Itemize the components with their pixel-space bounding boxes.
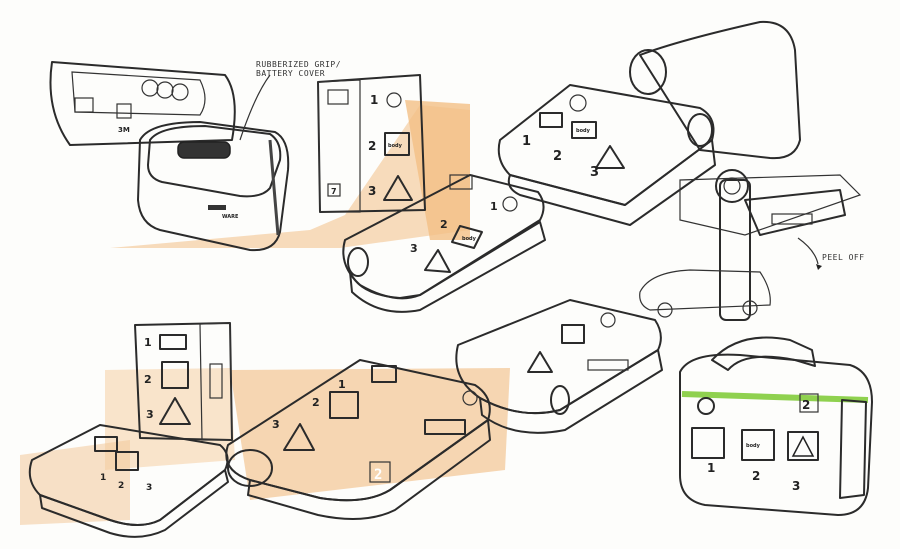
flat-case-mark-3: 3 [146,483,152,493]
panel-top-digit: 7 [331,187,337,196]
bottom-case-mark-2: 2 [312,396,320,409]
bottom-case-digit: 2 [374,467,382,483]
gray-device-sketch [455,299,663,434]
panel-top-body-text: body [388,143,403,149]
grip-case-sketch [137,121,290,252]
grip-case-word: WARE [222,214,239,220]
bottom-large-device-sketch [225,359,491,520]
panel-top-mark-1: 1 [370,93,378,107]
orange-shadow-washes [20,100,510,525]
car-outline-sketch [639,269,771,318]
top-right-mark-1: 1 [522,134,531,149]
dark-flat-device-sketch [497,84,716,226]
right-case-body-text: body [746,443,761,449]
right-case-mark-3: 3 [792,479,800,493]
seat-mount-sketch [629,20,862,321]
top-right-mark-2: 2 [553,149,562,164]
bottom-left-mark-1: 1 [144,336,152,349]
tilted-top-mark-2: 2 [440,218,448,231]
panel-top-mark-3: 3 [368,184,376,198]
grip-annotation: RUBBERIZED GRIP/ BATTERY COVER [256,60,342,78]
panel-top-mark-2: 2 [368,139,376,153]
tilted-flat-device-sketch [342,174,546,313]
bottom-left-mark-2: 2 [144,373,152,386]
right-case-mark-2: 2 [752,469,760,483]
rear-battery-case-sketch [49,61,236,146]
side-case-label: 3M [118,126,130,134]
bottom-case-mark-1: 1 [338,378,346,391]
peel-leader-line [797,237,819,265]
top-right-body-text: body [576,128,591,134]
right-case-digit: 2 [802,398,810,412]
tilted-top-mark-1: 1 [490,200,498,213]
tilted-top-mark-3: 3 [410,242,418,255]
tilted-top-body-text: body [462,236,477,242]
top-right-mark-3: 3 [590,165,599,180]
right-case-mark-1: 1 [707,461,715,475]
flat-case-mark-1: 1 [100,473,106,483]
peel-annotation: PEEL OFF [822,253,865,262]
grip-leader-line [239,74,271,141]
bottom-case-mark-3: 3 [272,418,280,431]
bottom-instruction-card [134,322,233,441]
bottom-left-mark-3: 3 [146,408,154,421]
flat-case-mark-2: 2 [118,481,124,491]
upright-green-case-sketch [679,336,873,516]
vertical-instruction-panel [317,74,426,213]
